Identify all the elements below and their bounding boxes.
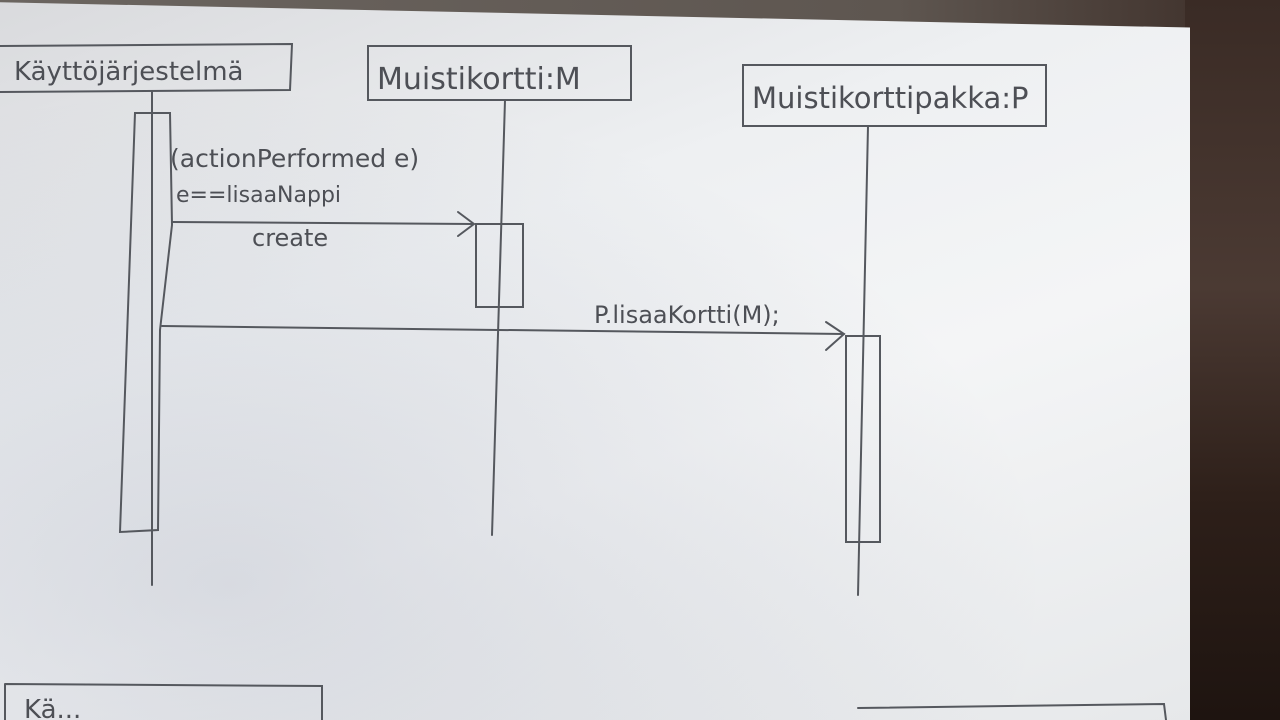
bottom-box-right bbox=[857, 702, 1167, 720]
participant-label-os: Käyttöjärjestelmä bbox=[14, 57, 244, 87]
lifeline-card bbox=[491, 99, 506, 536]
participant-box-card bbox=[367, 45, 632, 101]
activation-bar-os bbox=[118, 112, 174, 534]
participant-box-os bbox=[0, 42, 294, 93]
activation-bar-card bbox=[475, 223, 524, 308]
message-guard-text: (actionPerformed e) bbox=[170, 144, 419, 173]
message-arrowhead-lisaa bbox=[825, 321, 846, 351]
message-label-lisaa: P.lisaaKortti(M); bbox=[594, 301, 780, 329]
participant-label-card: Muistikortti:M bbox=[377, 62, 581, 97]
message-arrow-lisaa bbox=[161, 325, 845, 335]
message-condition-text: e==lisaaNappi bbox=[176, 183, 341, 208]
paper-shadow bbox=[0, 0, 1190, 720]
message-arrowhead-create bbox=[457, 211, 476, 237]
bottom-partial-label: Kä... bbox=[24, 695, 81, 720]
paper-sheet bbox=[0, 2, 1190, 720]
message-label-create: create bbox=[252, 224, 328, 252]
message-arrow-create bbox=[171, 221, 475, 225]
bottom-box-left bbox=[4, 683, 323, 720]
background-desk bbox=[1185, 0, 1280, 720]
participant-label-deck: Muistikorttipakka:P bbox=[752, 81, 1029, 115]
activation-bar-deck bbox=[845, 335, 881, 543]
lifeline-deck bbox=[857, 125, 869, 596]
participant-box-deck bbox=[742, 64, 1047, 127]
